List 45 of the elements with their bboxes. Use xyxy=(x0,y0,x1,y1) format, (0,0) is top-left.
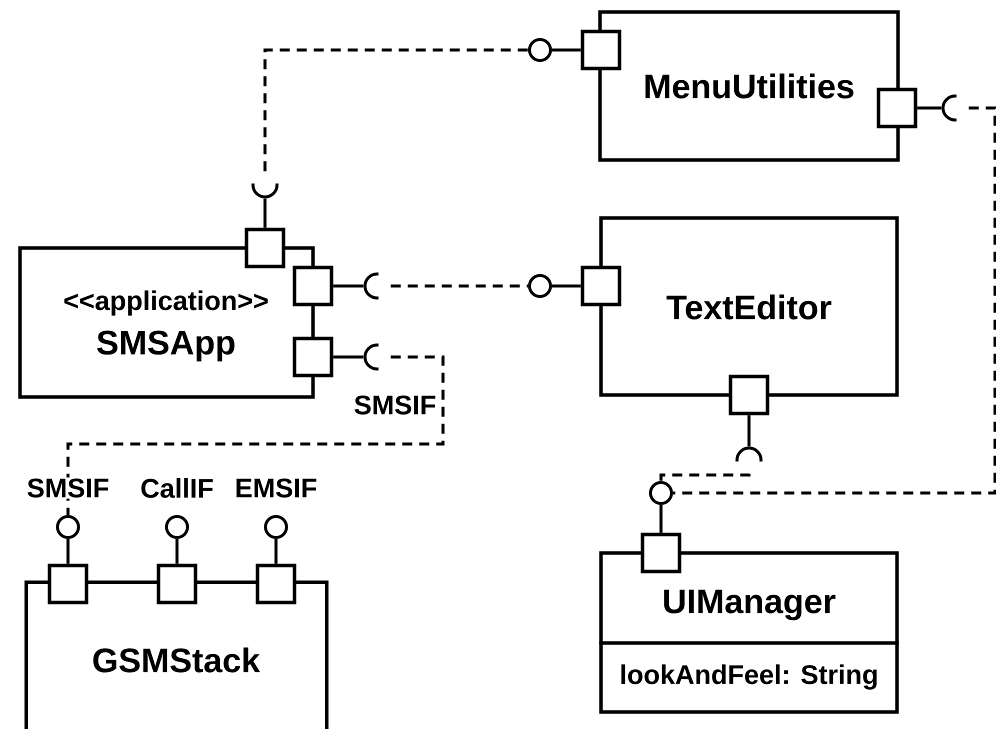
interface-label: SMSIF xyxy=(352,394,438,416)
interface-label: SMSIF xyxy=(26,477,110,499)
port-square xyxy=(876,88,918,128)
port-square xyxy=(580,30,622,70)
port-square xyxy=(48,564,88,604)
port-square xyxy=(292,336,334,378)
assembly-connector xyxy=(264,48,528,172)
provided-interface-ball xyxy=(264,515,288,539)
connector-line xyxy=(748,415,750,446)
connector-line xyxy=(333,284,364,288)
interface-label: CallIF xyxy=(139,477,215,499)
connector-line xyxy=(660,505,662,533)
port-square xyxy=(156,564,198,604)
port-square xyxy=(728,374,770,416)
required-interface-socket xyxy=(736,446,762,462)
connector-line xyxy=(274,539,278,564)
interface-label: EMSIF xyxy=(234,477,318,499)
connector-line xyxy=(264,198,266,228)
required-interface-socket xyxy=(942,94,956,122)
assembly-connector xyxy=(673,106,996,494)
port-square xyxy=(580,266,622,306)
port-square xyxy=(292,266,334,306)
connector-line xyxy=(176,539,178,564)
provided-interface-ball xyxy=(649,481,673,505)
component-box: TextEditor xyxy=(599,216,899,397)
port-square xyxy=(256,564,296,604)
required-interface-socket xyxy=(364,272,378,300)
connector-line xyxy=(66,539,70,564)
provided-interface-ball xyxy=(528,38,552,62)
port-square xyxy=(244,228,286,268)
assembly-connector xyxy=(660,473,750,481)
required-interface-socket xyxy=(364,344,378,370)
connector-line xyxy=(917,106,942,110)
component-box: MenuUtilities xyxy=(598,10,900,162)
provided-interface-ball xyxy=(56,515,80,539)
required-interface-socket xyxy=(252,184,278,198)
assembly-connector xyxy=(390,284,528,288)
connector-line xyxy=(552,48,581,52)
connector-line xyxy=(333,356,364,358)
connector-line xyxy=(552,284,581,288)
assembly-connector xyxy=(66,356,444,515)
component-box: UIManager lookAndFeel: String xyxy=(599,551,899,714)
provided-interface-ball xyxy=(165,515,189,539)
port-square xyxy=(640,532,682,574)
provided-interface-ball xyxy=(528,274,552,298)
